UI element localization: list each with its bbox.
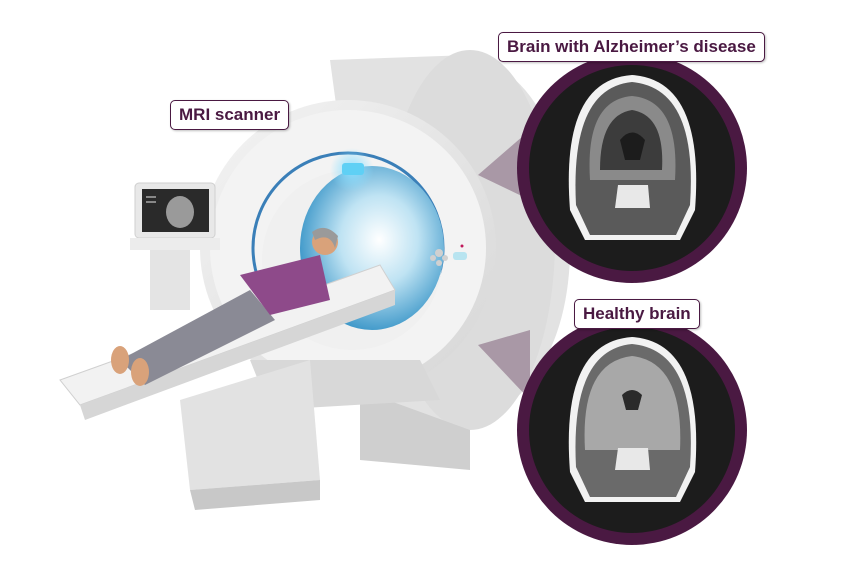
label-mri-scanner: MRI scanner xyxy=(170,100,290,130)
patient xyxy=(111,227,338,386)
brain-scan-alzheimers xyxy=(517,53,747,283)
label-alzheimers-brain: Brain with Alzheimer’s disease xyxy=(498,32,765,62)
beam-upper xyxy=(478,130,530,200)
control-panel xyxy=(430,244,467,266)
monitor xyxy=(130,182,220,310)
beam-lower xyxy=(478,330,530,400)
mri-scanner xyxy=(200,50,571,470)
label-healthy-brain: Healthy brain xyxy=(574,299,700,329)
brain-scan-healthy xyxy=(517,315,747,545)
